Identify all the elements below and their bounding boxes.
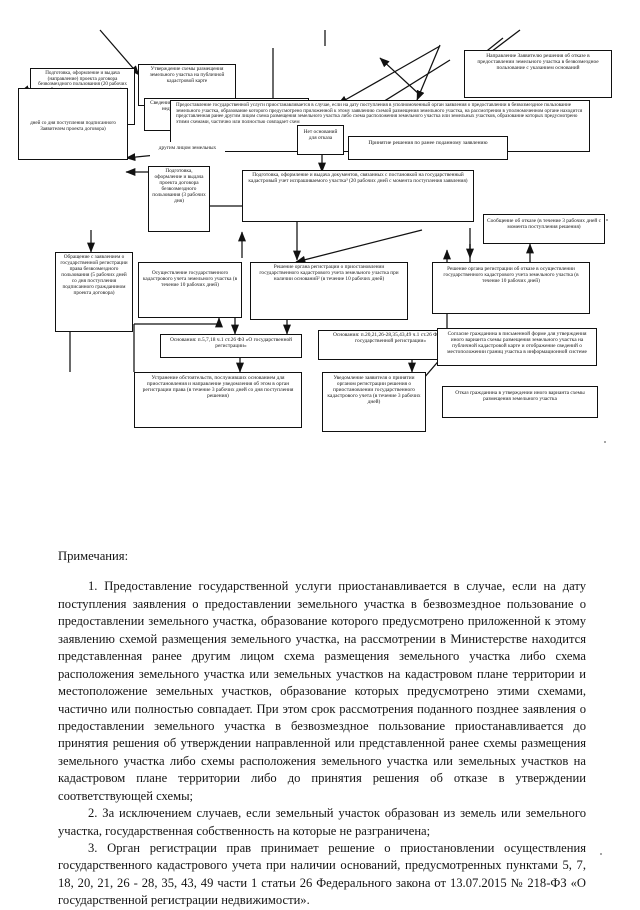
scan-speck <box>604 441 606 443</box>
box-otkaz-grazhdanina: Отказ гражданина в утверждении иного вар… <box>442 386 598 418</box>
notes-section: Примечания: 1. Предоставление государств… <box>58 548 586 910</box>
box-net-osnovanij-dlya-otkaza: Нет оснований для отказа <box>297 125 344 155</box>
note-item-3: 3. Орган регистрации прав принимает реше… <box>58 841 586 908</box>
box-soglasie-grazhdanina: Согласие гражданина в письменной форме д… <box>437 328 597 366</box>
box-uvedomlenie-zayavitelya: Уведомление заявителя о принятии органом… <box>322 372 426 432</box>
box-dnej-so-dnya-postupleniya: дней со дня поступления подписанного Зая… <box>18 88 128 160</box>
box-drugim-licom-zemelnyh: другим лицом земельных <box>150 142 225 164</box>
box-ustranenie-obstoyatelstv: Устранение обстоятельств, послуживших ос… <box>134 372 302 428</box>
box-podgotovka-vydacha-proekta-dogovora: Подготовка, оформление и выдача проекта … <box>148 166 210 232</box>
box-podgotovka-dokumentov-kadastr: Подготовка, оформление и выдача документ… <box>242 170 474 222</box>
box-obrashchenie-s-zayavleniem: Обращение с заявлением о государственной… <box>55 252 133 332</box>
scan-speck <box>606 219 608 221</box>
process-flowchart: Подготовка, оформление и выдача (направл… <box>18 29 612 443</box>
box-reshenie-ob-otkaze-v-kadastrovom-uchete: Решение органа регистрации об отказе в о… <box>432 262 590 314</box>
note-item-1: 1. Предоставление государственной услуги… <box>58 579 586 803</box>
box-soobshchenie-ob-otkaze: Сообщение об отказе (в течение 3 рабочих… <box>483 214 605 244</box>
notes-heading: Примечания: <box>58 549 129 563</box>
scan-speck <box>600 853 602 855</box>
box-reshenie-o-priostanovlenii: Решение органа регистрации о приостановл… <box>250 262 408 320</box>
note-item-2: 2. За исключением случаев, если земельны… <box>58 806 586 838</box>
box-osnovaniya-5-7-18: Основания: п.5,7,18 ч.1 ст.26 ФЗ «О госу… <box>160 334 302 358</box>
box-osushchestvlenie-kadastrovogo-ucheta: Осуществление государственного кадастров… <box>138 262 242 318</box>
box-prinyatie-resheniya-po-ranee-podannomu: Принятие решения по ранее поданному заяв… <box>348 136 508 160</box>
box-napravlenie-zayavitelyu-otkaz: Направление Заявителю решения об отказе … <box>464 50 612 98</box>
